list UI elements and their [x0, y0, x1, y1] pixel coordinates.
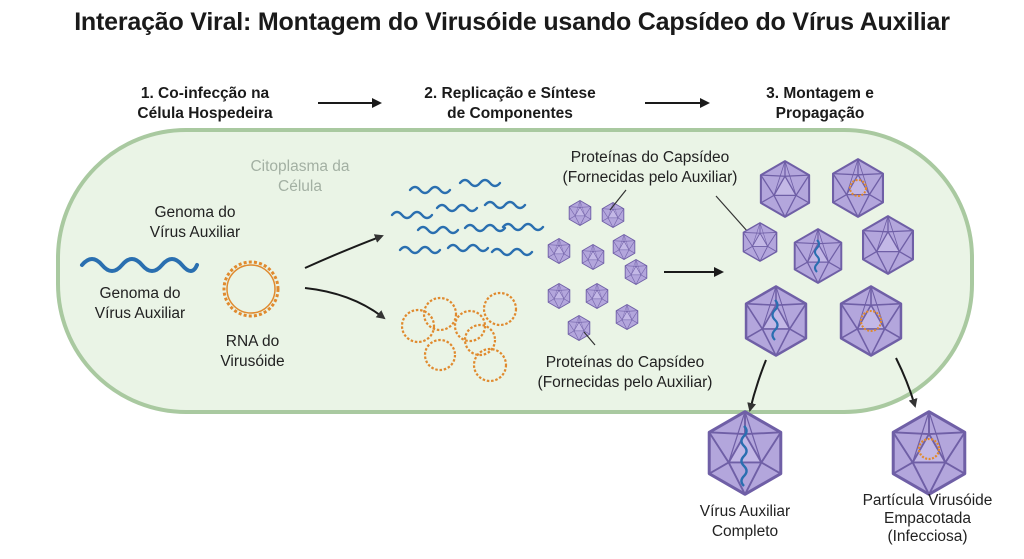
step-3-line1: 3. Montagem e: [766, 85, 874, 102]
helper-genome-label-bottom-line2: Vírus Auxiliar: [94, 305, 186, 322]
arrow-to-genomes: [304, 234, 384, 269]
helper-genome-label-bottom: Genoma do Vírus Auxiliar: [60, 284, 220, 324]
capsid-proteins-label-top-line1: Proteínas do Capsídeo: [570, 149, 730, 166]
cytoplasm-label-line2: Célula: [278, 178, 322, 195]
capsid-proteins-label-top-line2: (Fornecidas pelo Auxiliar): [562, 169, 738, 186]
virusoid-particle-label-line3: (Infecciosa): [887, 528, 968, 545]
assembled-capsids: [742, 158, 915, 357]
release-arrow-virusoid: [895, 357, 918, 408]
replicated-virusoid-rna-icon: [400, 291, 518, 383]
step-3-line2: Propagação: [775, 105, 865, 122]
virusoid-particle-label-line2: Empacotada: [883, 510, 972, 527]
replicated-helper-genomes-icon: [390, 178, 545, 257]
cytoplasm-label-line1: Citoplasma da: [250, 158, 350, 175]
virusoid-rna-inside-2: [860, 310, 882, 332]
step-3-header: 3. Montagem e Propagação: [735, 84, 905, 124]
step-2-line2: de Componentes: [447, 105, 573, 122]
virusoid-particle-label-line1: Partícula Virusóide: [862, 492, 993, 509]
helper-genome-label-top-line1: Genoma do: [154, 204, 236, 221]
step-2-line1: 2. Replicação e Síntese: [424, 85, 596, 102]
virusoid-rna-label-line1: RNA do: [225, 333, 280, 350]
step-2-header: 2. Replicação e Síntese de Componentes: [395, 84, 625, 124]
complete-helper-genome-icon: [740, 425, 748, 487]
helper-genome-label-bottom-line1: Genoma do: [99, 285, 181, 302]
capsid-label-pointer-top: [609, 189, 627, 211]
virusoid-rna-icon: [222, 260, 280, 318]
helper-genome-label-top-line2: Vírus Auxiliar: [149, 224, 241, 241]
helper-genome-inside-2: [771, 299, 779, 341]
helper-genome-icon: [80, 257, 199, 273]
step-1-header: 1. Co-infecção na Célula Hospedeira: [110, 84, 300, 124]
virusoid-rna-label-line2: Virusóide: [220, 353, 285, 370]
virusoid-particle-label: Partícula Virusóide Empacotada (Infeccio…: [835, 492, 1020, 546]
helper-genome-inside-1: [814, 239, 820, 273]
diagram-title: Interação Viral: Montagem do Virusóide u…: [74, 8, 950, 36]
capsid-proteins-label-bottom: Proteínas do Capsídeo (Fornecidas pelo A…: [510, 353, 740, 393]
capsid-label-pointer-bottom: [583, 331, 596, 346]
helper-complete-label: Vírus Auxiliar Completo: [670, 502, 820, 542]
host-cell: [56, 128, 974, 414]
capsid-proteins-label-bottom-line2: (Fornecidas pelo Auxiliar): [537, 374, 713, 391]
step-1-line2: Célula Hospedeira: [137, 105, 273, 122]
helper-complete-label-line1: Vírus Auxiliar: [699, 503, 791, 520]
helper-genome-label-top: Genoma do Vírus Auxiliar: [115, 203, 275, 243]
virusoid-rna-inside-1: [849, 179, 867, 197]
assembly-pointer: [715, 195, 749, 233]
arrow-to-rna-copies: [304, 287, 386, 320]
capsid-proteins-label-bottom-line1: Proteínas do Capsídeo: [545, 354, 705, 371]
virusoid-rna-label: RNA do Virusóide: [195, 332, 310, 372]
capsid-proteins-label-top: Proteínas do Capsídeo (Fornecidas pelo A…: [535, 148, 765, 188]
step-1-line1: 1. Co-infecção na: [140, 85, 270, 102]
packaged-virusoid-particle: [891, 410, 967, 496]
helper-complete-label-line2: Completo: [711, 523, 779, 540]
release-arrow-helper: [747, 359, 767, 412]
packaged-virusoid-rna-icon: [917, 437, 941, 461]
cytoplasm-label: Citoplasma da Célula: [230, 157, 370, 197]
